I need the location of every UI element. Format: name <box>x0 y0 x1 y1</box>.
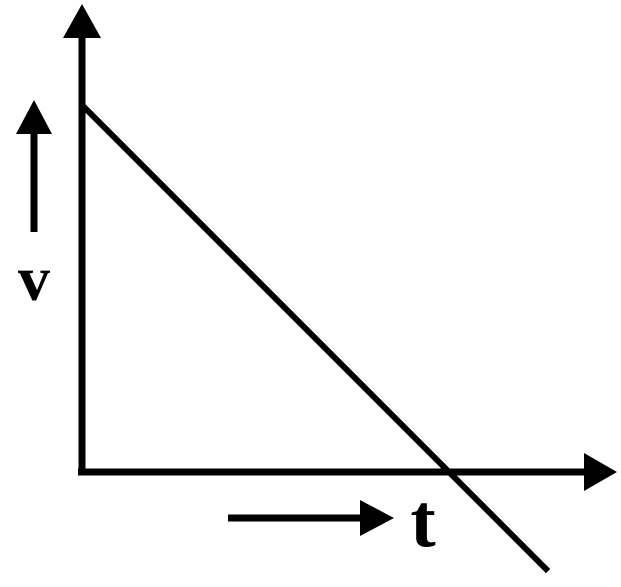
x-axis-arrow-icon <box>584 453 617 491</box>
y-direction-arrow-icon <box>16 100 52 134</box>
series-layer <box>79 102 551 574</box>
x-axis-label: t <box>410 479 435 563</box>
y-axis-arrow-icon <box>63 4 101 38</box>
series-line-1 <box>79 102 551 574</box>
y-axis-label: v <box>18 243 50 314</box>
x-direction-arrow-icon <box>360 500 394 536</box>
